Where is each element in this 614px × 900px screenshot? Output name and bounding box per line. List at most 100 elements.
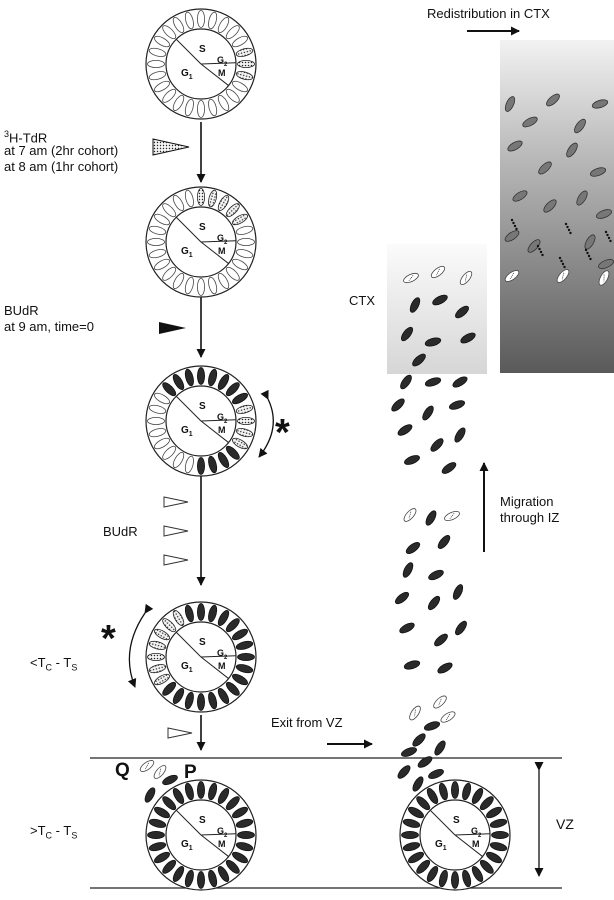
migrating-cell [397,765,411,779]
ring-cell [154,213,170,226]
ring-cell [147,831,165,840]
ring-cell [225,618,240,633]
migrating-cell [433,695,447,709]
budr-open-wedge-3 [163,554,189,566]
ring-cell [237,237,255,246]
tdr-wedge-icon [152,138,190,156]
migrating-cell [455,620,467,636]
ring-cell [479,796,494,811]
ring-cell [162,25,177,40]
migrating-cell [507,140,523,152]
migrating-cell [412,776,424,792]
ring-cell [232,851,248,864]
ring-cell [232,258,248,271]
ring-cell [235,404,254,414]
redistribution-label: Redistribution in CTX [427,6,550,21]
migrating-cell [405,541,421,555]
phase-m-label: M [218,68,226,78]
ring-cell [491,830,509,839]
migrating-cell [399,622,415,634]
migrating-cell [566,142,578,158]
ring-cell [225,266,240,281]
phase-s-label: S [199,222,206,233]
vz-label: VZ [556,816,574,832]
migrating-cell [589,167,607,177]
migrating-cell [144,787,156,803]
ring-cell [402,818,421,828]
ring-cell [162,88,177,103]
ring-cell [208,782,218,801]
migration-label-2: through IZ [500,510,560,525]
migrating-cell [432,294,448,306]
ring-cell [208,189,218,208]
ring-cell [172,17,185,33]
phase-g1-label: G1 [181,425,193,438]
ring-cell [235,225,254,235]
asterisk-2: * [101,618,116,660]
ring-cell [408,851,424,864]
migrating-cell [424,337,442,347]
ring-cell [196,10,205,28]
migrating-cell [402,562,414,578]
ring-cell [462,782,472,801]
ring-cell [196,367,205,385]
ring-cell [172,788,185,804]
ring-cell [148,47,167,57]
migrating-cell [444,510,460,522]
migrating-cell [139,760,155,772]
migrating-cell [430,265,446,279]
migrating-cell [397,424,413,436]
ring-cell [232,80,248,93]
ring-cell [402,842,421,852]
migrating-cell [448,400,466,410]
ring-cell [462,869,472,888]
migrating-cell [409,297,421,313]
phase-s-label: S [199,637,206,648]
ring-cell [217,17,230,33]
ring-cell [172,610,185,626]
ring-cell [154,392,170,405]
ring-cell [225,445,240,460]
phase-m-label: M [472,839,480,849]
ring-cell [197,278,206,296]
ring-cell [208,869,218,888]
ring-cell [235,640,254,650]
phase-g2-label: G2 [217,826,228,839]
ring-cell [217,610,230,626]
migrating-cell [403,660,421,670]
ring-cell [217,95,230,111]
ring-cell [225,859,240,874]
ring-cell [235,47,254,57]
ring-cell [184,691,194,710]
tc-ts-greater-label: >TC - TS [30,823,78,841]
ring-cell [235,842,254,852]
ring-cell [154,80,170,93]
ring-cell [154,851,170,864]
ring-cell [217,374,230,390]
ring-cell [197,457,206,475]
migrating-cell [574,118,586,134]
ring-cell [232,437,248,450]
ring-cell [154,673,170,686]
ring-cell [154,628,170,641]
phase-s-label: S [199,401,206,412]
migrating-cell [591,99,609,109]
ring-cell [154,35,170,48]
ring-cell [148,842,167,852]
chromosome-figure [558,256,566,269]
ring-cell [197,871,206,889]
ring-cell [225,88,240,103]
migrating-cell [400,374,412,390]
ring-cell [184,276,194,295]
chromosome-figure [584,248,592,261]
phase-g2-label: G2 [217,233,228,246]
ring-cell [217,273,230,289]
ring-cell [237,830,255,839]
ctx-panel-large [500,40,614,373]
phase-s-label: S [453,815,460,826]
ring-cell [225,796,240,811]
ring-cell [148,404,167,414]
migrating-cell [403,508,417,522]
